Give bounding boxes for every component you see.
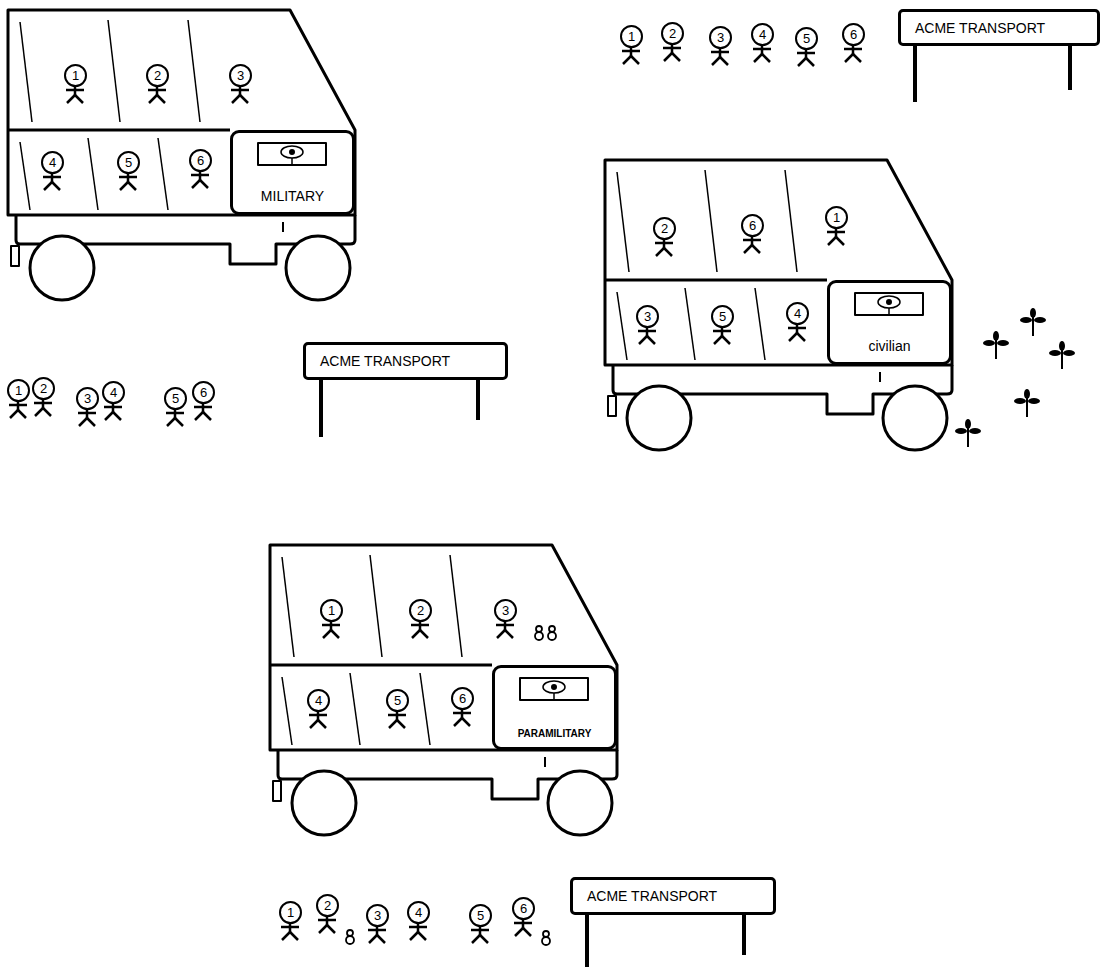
transport-sign: ACME TRANSPORT — [303, 342, 508, 380]
person-head: 2 — [661, 22, 684, 45]
person-head: 1 — [7, 379, 30, 402]
callout-number: 2 — [669, 27, 676, 40]
person-head: 5 — [795, 27, 818, 50]
callout-number: 6 — [850, 28, 857, 41]
callout-number: 4 — [49, 156, 56, 169]
person-head: 1 — [320, 599, 343, 622]
person-head: 1 — [64, 64, 87, 87]
callout-number: 4 — [759, 28, 766, 41]
callout-number: 2 — [40, 382, 47, 395]
sign-text: ACME TRANSPORT — [587, 888, 717, 904]
sign-text: ACME TRANSPORT — [320, 353, 450, 369]
callout-number: 5 — [394, 694, 401, 707]
callout-number: 3 — [237, 69, 244, 82]
callout-number: 1 — [328, 604, 335, 617]
person-head: 4 — [751, 23, 774, 46]
callout-number: 6 — [749, 219, 756, 232]
callout-number: 6 — [520, 902, 527, 915]
person-head: 1 — [825, 206, 848, 229]
callout-number: 3 — [717, 31, 724, 44]
callout-number: 1 — [833, 211, 840, 224]
callout-number: 1 — [628, 30, 635, 43]
bags — [346, 626, 556, 945]
person-head: 4 — [41, 151, 64, 174]
callout-number: 4 — [315, 694, 322, 707]
person-head: 4 — [307, 689, 330, 712]
transport-sign: ACME TRANSPORT — [898, 9, 1100, 46]
person-head: 5 — [711, 305, 734, 328]
transport-sign: ACME TRANSPORT — [570, 877, 776, 915]
callout-number: 6 — [197, 154, 204, 167]
person-head: 3 — [636, 305, 659, 328]
person-head: 2 — [409, 599, 432, 622]
civilian-truck — [605, 160, 952, 450]
person-head: 5 — [164, 387, 187, 410]
person-head: 6 — [451, 687, 474, 710]
person-head: 5 — [469, 904, 492, 927]
callout-number: 3 — [644, 310, 651, 323]
person-head: 4 — [786, 302, 809, 325]
cab-panel: civilian — [827, 280, 952, 365]
callout-number: 5 — [803, 32, 810, 45]
person-head: 6 — [189, 149, 212, 172]
person-head: 3 — [366, 904, 389, 927]
person-head: 3 — [709, 26, 732, 49]
person-head: 4 — [407, 901, 430, 924]
person-head: 3 — [229, 64, 252, 87]
person-head: 2 — [32, 377, 55, 400]
callout-number: 1 — [72, 69, 79, 82]
paramilitary-truck — [270, 545, 617, 835]
callout-number: 5 — [719, 310, 726, 323]
sign-text: ACME TRANSPORT — [915, 20, 1045, 36]
vehicle-type: civilian — [868, 338, 910, 354]
person-head: 5 — [386, 689, 409, 712]
person-head: 6 — [192, 381, 215, 404]
person-head: 5 — [117, 151, 140, 174]
person-head: 1 — [279, 901, 302, 924]
person-head: 2 — [316, 894, 339, 917]
callout-number: 1 — [15, 384, 22, 397]
callout-number: 5 — [172, 392, 179, 405]
callout-number: 2 — [324, 899, 331, 912]
callout-number: 3 — [84, 392, 91, 405]
callout-number: 2 — [417, 604, 424, 617]
person-head: 1 — [620, 25, 643, 48]
callout-number: 6 — [459, 692, 466, 705]
person-head: 3 — [76, 387, 99, 410]
callout-number: 3 — [502, 604, 509, 617]
cab-panel: MILITARY — [230, 130, 355, 215]
callout-number: 5 — [477, 909, 484, 922]
callout-number: 1 — [287, 906, 294, 919]
callout-number: 2 — [661, 222, 668, 235]
vehicle-type: MILITARY — [261, 188, 324, 204]
callout-number: 4 — [794, 307, 801, 320]
cab-panel: PARAMILITARY — [492, 665, 617, 750]
figure-bodies — [9, 44, 862, 943]
person-head: 6 — [842, 23, 865, 46]
callout-number: 2 — [154, 69, 161, 82]
callout-number: 3 — [374, 909, 381, 922]
person-head: 4 — [102, 381, 125, 404]
person-head: 2 — [146, 64, 169, 87]
callout-number: 4 — [110, 386, 117, 399]
callout-number: 6 — [200, 386, 207, 399]
military-truck — [8, 10, 355, 300]
person-head: 3 — [494, 599, 517, 622]
person-head: 6 — [741, 214, 764, 237]
sign-posts — [321, 45, 1070, 967]
person-head: 6 — [512, 897, 535, 920]
callout-number: 4 — [415, 906, 422, 919]
vehicle-type: PARAMILITARY — [518, 728, 592, 739]
plants — [955, 308, 1075, 447]
person-head: 2 — [653, 217, 676, 240]
callout-number: 5 — [125, 156, 132, 169]
